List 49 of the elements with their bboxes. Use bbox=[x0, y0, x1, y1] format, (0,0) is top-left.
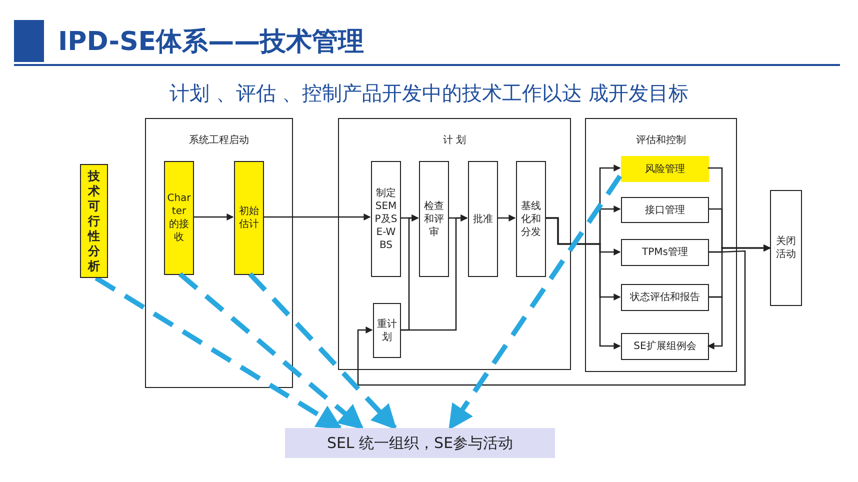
process-box bbox=[234, 161, 264, 275]
process-box bbox=[419, 161, 449, 277]
process-box bbox=[621, 156, 709, 182]
box-label: 关闭活动 bbox=[775, 235, 797, 261]
process-box bbox=[164, 161, 194, 275]
group-title: 系统工程启动 bbox=[187, 135, 251, 146]
box-label: 风险管理 bbox=[644, 162, 686, 176]
group-box bbox=[338, 118, 571, 370]
arrow bbox=[707, 296, 723, 350]
process-box bbox=[621, 239, 709, 266]
box-label: 技术可行性分析 bbox=[86, 168, 101, 274]
group-box bbox=[585, 118, 737, 372]
arrow bbox=[193, 214, 234, 220]
box-label: Charter的接收 bbox=[166, 192, 192, 244]
title: IPD-SE体系——技术管理 bbox=[58, 26, 364, 59]
process-box bbox=[468, 161, 498, 277]
box-label: 批准 bbox=[472, 212, 494, 226]
group-title: 计 划 bbox=[440, 135, 468, 146]
box-label: 制定SEMP及SE-WBS bbox=[374, 186, 398, 252]
dashed-arrow bbox=[248, 272, 397, 430]
process-box bbox=[621, 333, 709, 360]
arrow bbox=[263, 214, 371, 220]
box-label: 检查和评审 bbox=[423, 200, 445, 238]
box-label: 接口管理 bbox=[644, 204, 686, 216]
arrow bbox=[400, 214, 468, 331]
process-box bbox=[285, 428, 555, 458]
box-label: 重计划 bbox=[376, 318, 398, 344]
dashed-arrow bbox=[178, 272, 364, 430]
box-label: 初始估计 bbox=[238, 205, 260, 231]
box-label: TPMs管理 bbox=[641, 246, 689, 259]
process-box bbox=[371, 161, 401, 277]
dashed-arrow bbox=[94, 276, 342, 430]
arrow bbox=[497, 214, 516, 222]
process-box bbox=[516, 161, 546, 277]
dashed-arrow bbox=[448, 174, 622, 430]
box-label: SE扩展组例会 bbox=[632, 340, 698, 353]
process-box bbox=[80, 164, 108, 278]
arrow bbox=[357, 250, 746, 386]
process-box bbox=[770, 190, 802, 306]
process-box bbox=[373, 303, 401, 358]
process-box bbox=[621, 284, 709, 311]
group-title: 评估和控制 bbox=[634, 135, 688, 146]
process-box bbox=[621, 197, 709, 223]
subtitle: 计划 、评估 、控制产品开发中的技术工作以达 成开发目标 bbox=[168, 80, 690, 107]
group-box bbox=[145, 118, 293, 388]
box-label: 基线化和分发 bbox=[520, 200, 542, 238]
box-label: 状态评估和报告 bbox=[629, 291, 701, 304]
arrow bbox=[545, 217, 621, 350]
box-label: SEL 统一组织，SE参与活动 bbox=[326, 434, 514, 452]
